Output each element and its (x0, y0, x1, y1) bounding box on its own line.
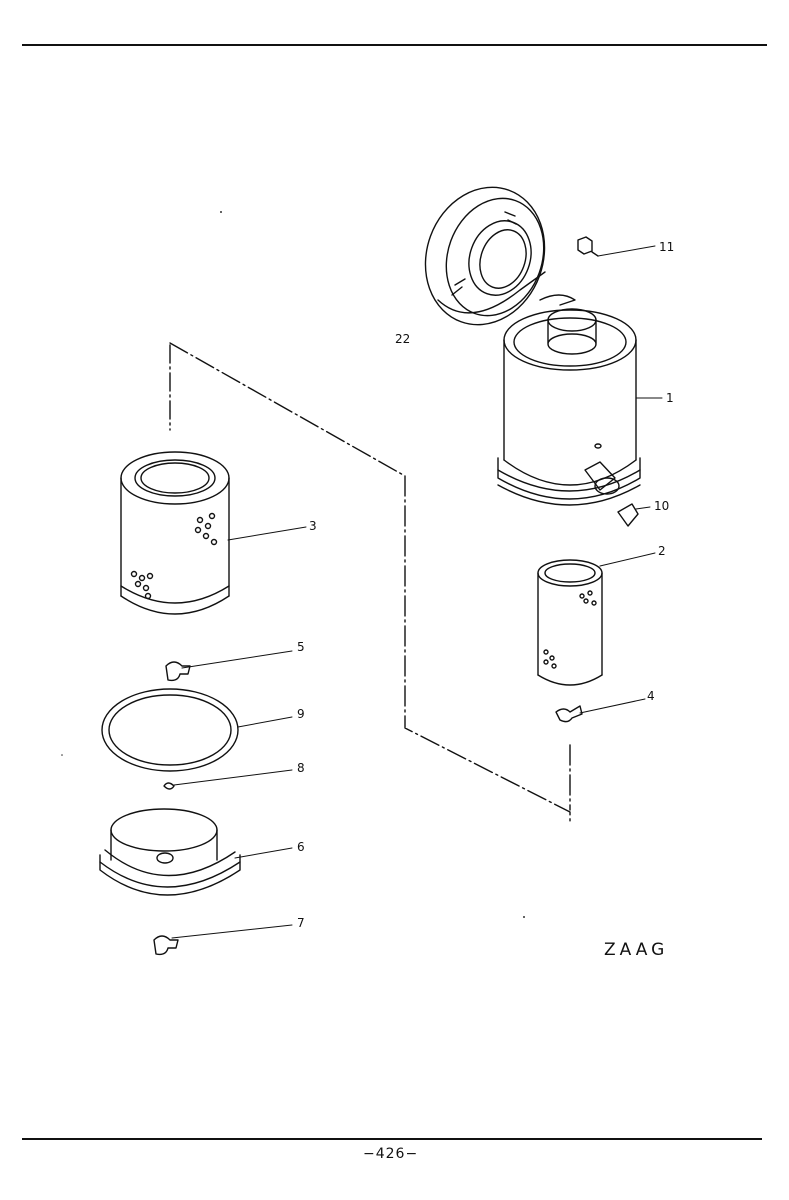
callout-7: 7 (297, 916, 305, 930)
callout-10: 10 (654, 499, 669, 513)
assembly-guide-line-2 (169, 342, 571, 825)
callout-11: 11 (659, 240, 674, 254)
part-22-cover (424, 186, 576, 326)
callout-4: 4 (647, 689, 655, 703)
callout-22: 22 (395, 332, 410, 346)
drawing-code: ZAAG (604, 940, 669, 960)
part-2-inner-element (537, 552, 656, 686)
part-6-dust-cup (99, 808, 293, 896)
callout-5: 5 (297, 640, 305, 654)
part-7-wing-nut (153, 924, 293, 956)
part-8-washer (163, 769, 293, 790)
page-number: −426− (363, 1146, 419, 1162)
callout-1: 1 (666, 391, 674, 405)
part-5-wing-nut (165, 650, 293, 682)
part-10-evacuator-valve (617, 503, 651, 527)
part-11-valve (577, 236, 656, 257)
callout-6: 6 (297, 840, 305, 854)
part-1-housing (497, 308, 663, 506)
footer-rule (22, 1138, 762, 1140)
callout-8: 8 (297, 761, 305, 775)
header-rule (22, 44, 767, 46)
callout-2: 2 (658, 544, 666, 558)
callout-9: 9 (297, 707, 305, 721)
callout-3: 3 (309, 519, 317, 533)
part-9-gasket (101, 688, 293, 772)
part-3-primary-element (120, 451, 307, 615)
part-4-wing-nut (555, 698, 646, 723)
